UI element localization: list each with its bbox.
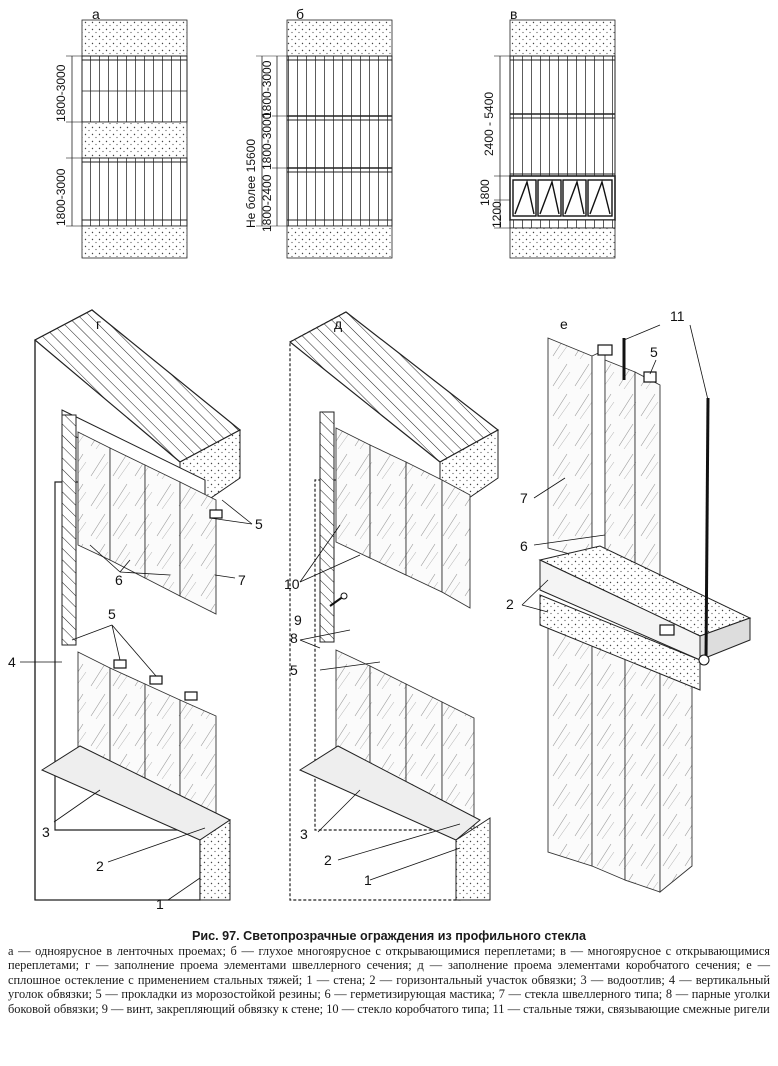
dim-b-top: 1800-3000	[260, 60, 274, 118]
detail-d	[288, 311, 500, 901]
dim-b-total: Не более 15600	[244, 138, 258, 228]
dim-b-mid: 1800-3000	[260, 112, 274, 170]
panel-label-d: д	[334, 316, 343, 332]
dim-a-top: 1800-3000	[54, 64, 68, 122]
elevation-b	[256, 19, 393, 259]
caption-title: Рис. 97. Светопрозрачные ограждения из п…	[192, 929, 586, 943]
callout-d-5: 5	[290, 662, 298, 678]
callout-g-6: 6	[115, 572, 123, 588]
panel-label-v: в	[510, 6, 518, 22]
panel-label-e: е	[560, 316, 568, 332]
callout-e-5: 5	[650, 344, 658, 360]
dim-b-bottom: 1800-2400	[260, 174, 274, 232]
callout-d-2: 2	[324, 852, 332, 868]
callout-g-3: 3	[42, 824, 50, 840]
callout-g-2: 2	[96, 858, 104, 874]
callout-g-4: 4	[8, 654, 16, 670]
callout-d-3: 3	[300, 826, 308, 842]
figure-drawing	[20, 19, 752, 901]
dim-a-bottom: 1800-3000	[54, 168, 68, 226]
callout-e-2: 2	[506, 596, 514, 612]
callout-g-5a: 5	[255, 516, 263, 532]
panel-label-a: а	[92, 6, 100, 22]
figure-caption: Рис. 97. Светопрозрачные ограждения из п…	[8, 929, 770, 1017]
callout-e-11: 11	[670, 308, 685, 324]
callout-d-10: 10	[284, 576, 300, 592]
callout-g-5b: 5	[108, 606, 116, 622]
dim-v-top: 2400 - 5400	[482, 91, 496, 156]
detail-e	[521, 324, 752, 893]
panel-label-g: г	[96, 316, 102, 332]
caption-text: а — одноярусное в ленточных проемах; б —…	[8, 943, 770, 1016]
callout-e-7: 7	[520, 490, 528, 506]
callout-d-1: 1	[364, 872, 372, 888]
callout-d-9: 9	[294, 612, 302, 628]
dim-v-bottom-2: 1200	[490, 201, 504, 228]
detail-g	[20, 309, 253, 901]
callout-g-7: 7	[238, 572, 246, 588]
callout-d-8: 8	[290, 630, 298, 646]
panel-label-b: б	[296, 6, 305, 22]
callout-g-1: 1	[156, 896, 164, 912]
elevation-a	[66, 19, 188, 259]
callout-e-6: 6	[520, 538, 528, 554]
elevation-v	[494, 19, 616, 259]
